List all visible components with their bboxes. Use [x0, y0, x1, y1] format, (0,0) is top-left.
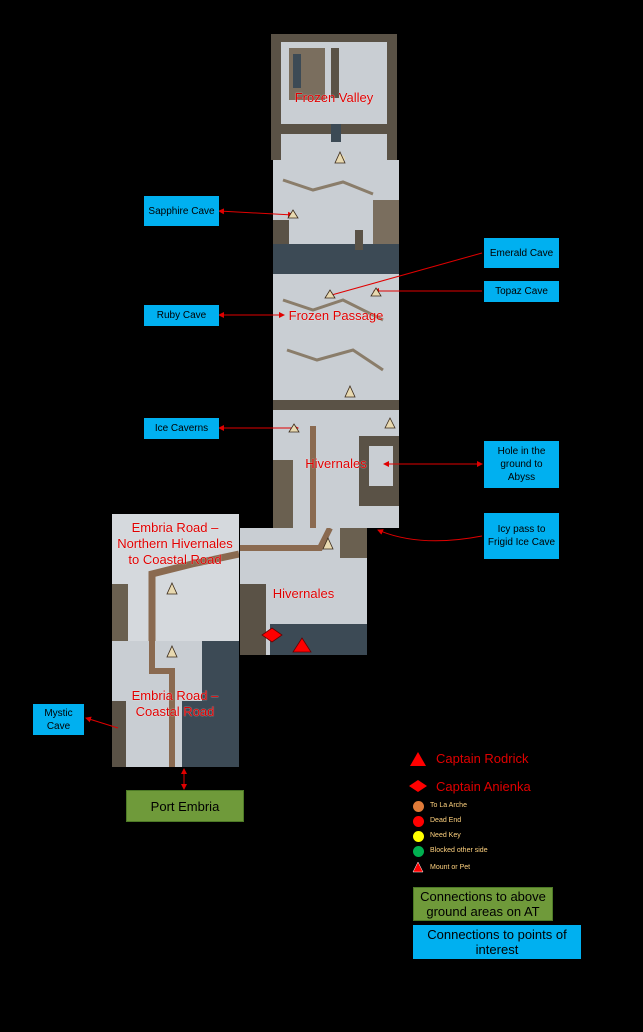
legend-to-la-arche: To La Arche [430, 802, 467, 809]
above-ground-port-embria[interactable]: Port Embria [126, 790, 244, 822]
poi-hole-abyss[interactable]: Hole in the ground to Abyss [484, 441, 559, 488]
map-tile-embria-road-north [112, 514, 239, 641]
waypoint-icon [344, 385, 356, 398]
legend-dead-end: Dead End [430, 817, 462, 824]
map-tile-frozen-passage [273, 160, 399, 400]
legend-captain-rodrick: Captain Rodrick [436, 751, 529, 766]
poi-topaz-cave[interactable]: Topaz Cave [484, 281, 559, 302]
poi-ice-caverns[interactable]: Ice Caverns [144, 418, 219, 439]
legend-rodrick-triangle-icon [410, 752, 426, 766]
legend-connections-poi: Connections to points of interest [413, 925, 581, 959]
waypoint-icon [322, 537, 334, 550]
map-tile-embria-road-coastal [112, 641, 239, 767]
legend-connections-above: Connections to above ground areas on AT [413, 887, 553, 921]
terrain-embria-road-coastal [112, 641, 239, 767]
waypoint-icon [384, 417, 396, 429]
map-tile-frozen-valley [271, 34, 397, 160]
legend-blocked-other-side: Blocked other side [430, 847, 488, 854]
waypoint-icon [288, 423, 300, 433]
area-label-hivernales-lower: Hivernales [272, 586, 335, 601]
waypoint-icon [324, 289, 336, 299]
poi-emerald-cave[interactable]: Emerald Cave [484, 238, 559, 268]
legend-mount-or-pet: Mount or Pet [430, 864, 471, 871]
legend-need-key-dot [413, 831, 424, 842]
captain-anienka-map-icon [261, 627, 283, 643]
terrain-hivernales-lower [240, 528, 367, 655]
waypoint-icon [166, 645, 178, 658]
waypoint-icon [287, 209, 299, 219]
terrain-frozen-passage [273, 160, 399, 400]
map-tile-hivernales-lower [240, 528, 367, 655]
waypoint-icon [166, 582, 178, 595]
terrain-hivernales-upper [273, 400, 399, 528]
legend-dead-end-dot [413, 816, 424, 827]
area-label-embria-road-coastal: Embria Road – Coastal Road [131, 688, 219, 719]
legend-need-key: Need Key [430, 832, 461, 839]
poi-mystic-cave[interactable]: Mystic Cave [33, 704, 84, 735]
waypoint-icon [334, 151, 346, 164]
terrain-embria-road-north [112, 514, 239, 641]
legend-captain-anienka: Captain Anienka [436, 779, 531, 794]
map-tile-hivernales-upper [273, 400, 399, 528]
captain-rodrick-map-icon [292, 637, 312, 653]
area-label-frozen-passage: Frozen Passage [288, 308, 384, 323]
poi-ruby-cave[interactable]: Ruby Cave [144, 305, 219, 326]
terrain-frozen-valley [271, 34, 397, 160]
area-label-hivernales-upper: Hivernales [305, 456, 367, 471]
legend-blocked-dot [413, 846, 424, 857]
legend-anienka-diamond-icon [409, 780, 427, 792]
area-label-frozen-valley: Frozen Valley [294, 90, 374, 105]
area-label-embria-road-north: Embria Road – Northern Hivernales to Coa… [117, 520, 233, 567]
poi-icy-pass[interactable]: Icy pass to Frigid Ice Cave [484, 513, 559, 559]
legend-mount-pet-triangle-icon [412, 861, 424, 873]
waypoint-icon [370, 287, 382, 297]
legend-la-arche-dot [413, 801, 424, 812]
poi-sapphire-cave[interactable]: Sapphire Cave [144, 196, 219, 226]
